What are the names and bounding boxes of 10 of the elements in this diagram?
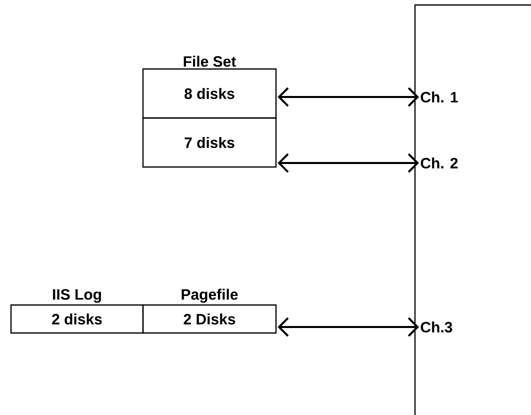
heading-label: IIS Log bbox=[53, 289, 101, 303]
channel-label: Ch. 2 bbox=[420, 158, 458, 168]
double-arrow bbox=[278, 153, 419, 173]
double-arrow bbox=[278, 317, 419, 337]
channel-label: Ch.3 bbox=[420, 321, 452, 333]
channel-label: Ch. 1 bbox=[420, 92, 458, 102]
double-arrow bbox=[278, 87, 419, 107]
heading-label: Pagefile bbox=[182, 288, 238, 303]
controller-box bbox=[414, 4, 531, 415]
heading-label: File Set bbox=[184, 56, 236, 67]
